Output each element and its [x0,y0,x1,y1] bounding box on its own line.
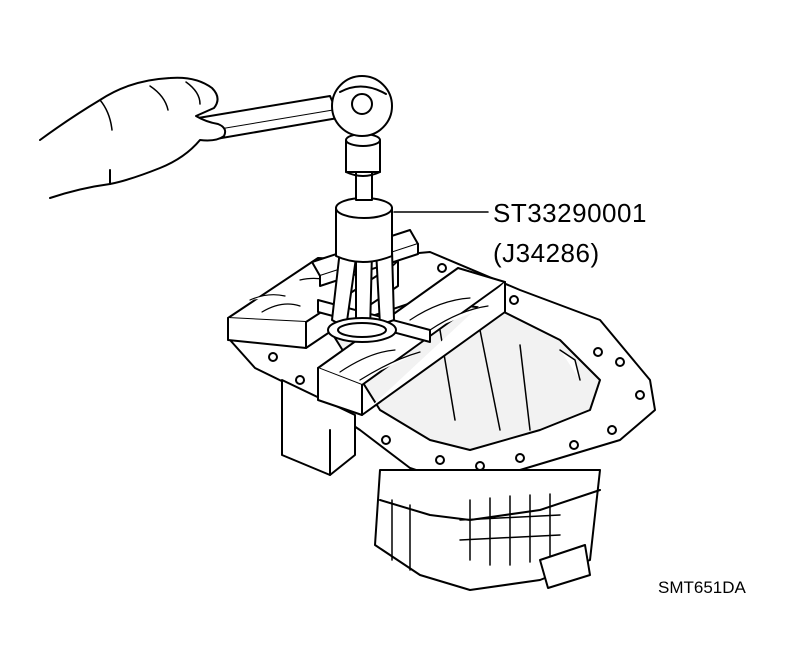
tool-number-label: ST33290001 [493,198,647,228]
hand-illustration [39,76,227,199]
tool-alt-number-label: (J34286) [493,238,600,268]
puller-tool [311,133,431,343]
figure-code: SMT651DA [658,578,746,597]
flange-bolt-holes [268,263,645,471]
ratchet-wrench [197,75,393,141]
